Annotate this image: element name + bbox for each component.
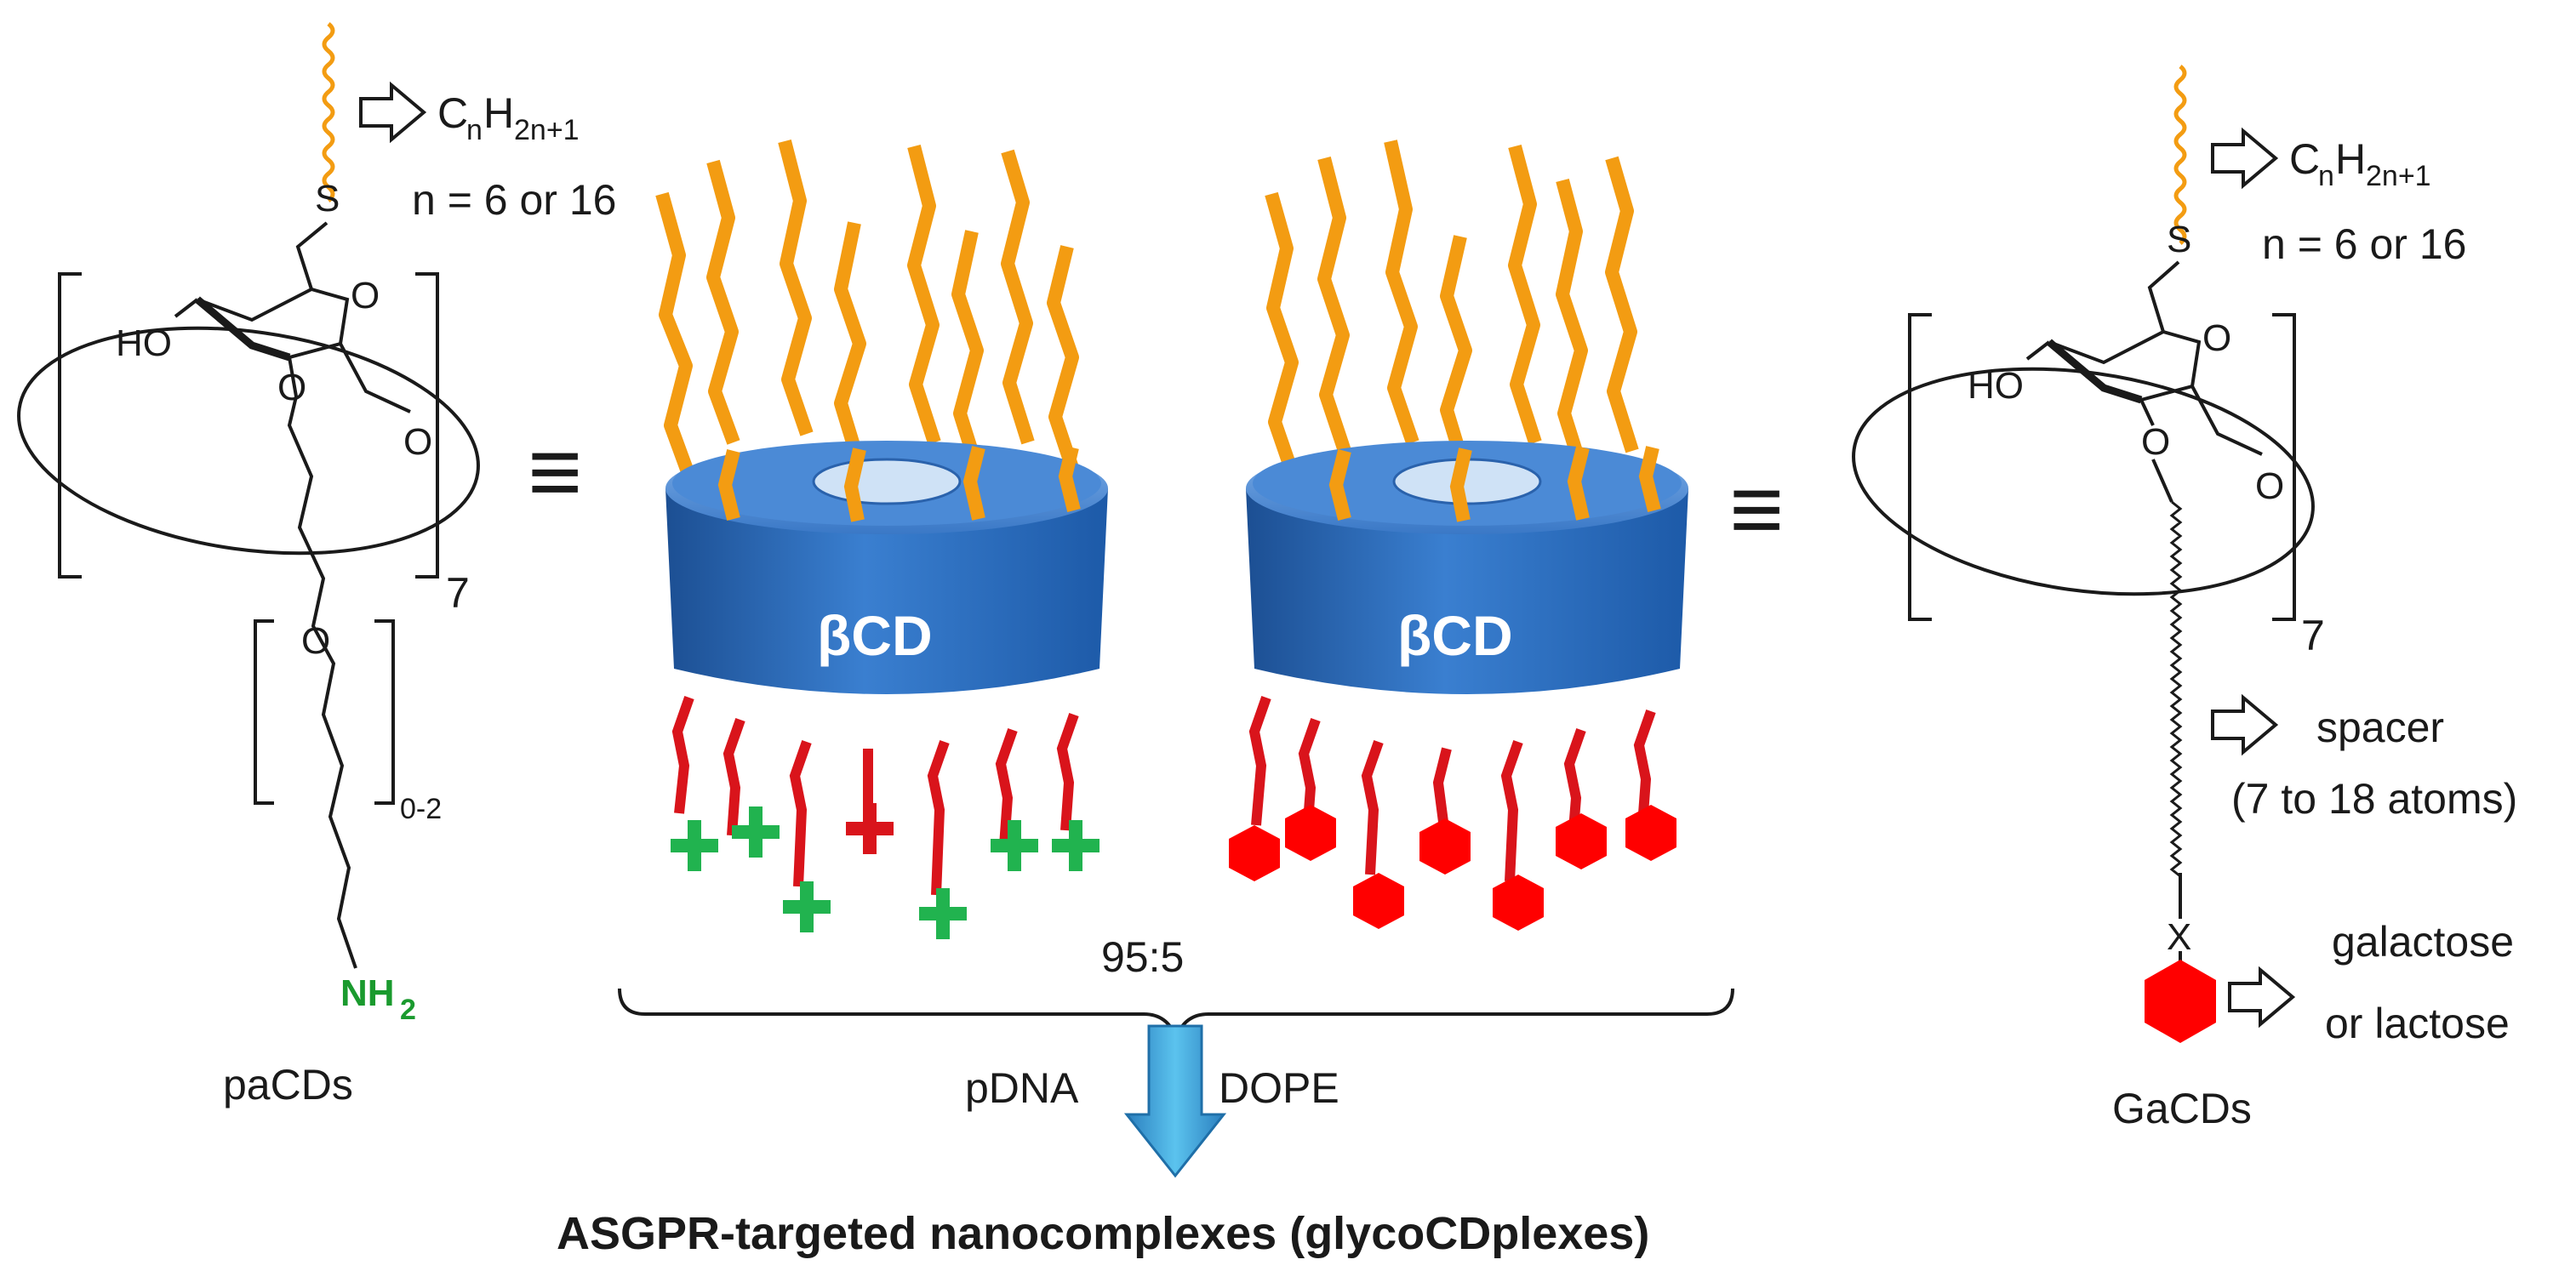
left-n-values: n = 6 or 16	[412, 176, 616, 224]
left-molecule-name: paCDs	[223, 1061, 353, 1109]
cd-right-body	[1246, 488, 1688, 694]
right-alkyl-chain-wave	[2173, 65, 2187, 245]
right-atom-o-glycosidic: O	[2255, 465, 2284, 507]
left-amine-nh: NH	[340, 972, 395, 1014]
left-atom-o-glycosidic: O	[403, 421, 432, 463]
plus-icon	[732, 806, 780, 858]
left-molecule-structure	[17, 221, 480, 969]
left-inner-bracket-close	[374, 619, 395, 805]
right-chain-formula: C n H 2n+1	[2289, 135, 2431, 192]
left-bracket-close	[415, 272, 439, 579]
cd-right-alkyl-chains	[1265, 140, 1639, 479]
hexagon-icon	[1353, 873, 1404, 929]
left-repeat-range: 0-2	[400, 793, 442, 825]
left-chain-arrow-icon	[359, 81, 427, 144]
hexagon-icon	[1419, 818, 1471, 875]
right-sugar-line2: or lactose	[2325, 1000, 2510, 1047]
right-macrocycle-ring	[1852, 367, 2315, 596]
cd-left-alkyl-chains	[655, 140, 1081, 479]
left-repeat-7: 7	[446, 569, 470, 617]
right-formula-c: C	[2289, 135, 2320, 183]
hexagon-icon	[1229, 825, 1280, 881]
plus-icon	[846, 803, 894, 854]
right-n-values: n = 6 or 16	[2262, 220, 2466, 268]
equiv-left: ≡	[528, 419, 582, 524]
right-chain-arrow-icon	[2211, 127, 2279, 190]
right-formula-h: H	[2335, 135, 2366, 183]
plus-icon	[783, 881, 831, 932]
hexagon-icon	[1625, 805, 1676, 861]
cd-left-linkers	[671, 696, 1079, 896]
left-atom-s: S	[315, 178, 340, 219]
right-sugar-hexagon-icon	[2145, 960, 2216, 1043]
cd-right-group: βCD	[1229, 140, 1688, 931]
left-atom-ho: HO	[116, 322, 172, 364]
cd-left-cavity	[812, 458, 962, 505]
left-amine-sub: 2	[400, 994, 416, 1026]
right-atom-o2: O	[2141, 421, 2170, 463]
right-spacer-arrow-icon	[2211, 693, 2279, 756]
cd-left-group: βCD	[655, 140, 1108, 939]
right-spacer-label: spacer	[2316, 704, 2444, 751]
plus-icon	[991, 820, 1038, 871]
hexagon-icon	[1285, 805, 1336, 861]
equiv-right: ≡	[1729, 457, 1784, 561]
left-alkyl-chain-wave	[322, 22, 335, 202]
hexagon-icon	[1556, 813, 1607, 869]
cd-left-front-chains	[717, 446, 1081, 522]
left-formula-h: H	[483, 89, 514, 137]
ratio-label: 95:5	[1101, 933, 1184, 981]
hexagon-icon	[1493, 875, 1544, 931]
plus-icon	[1052, 820, 1100, 871]
right-atom-ring-o: O	[2202, 317, 2231, 359]
right-bracket-close	[2272, 313, 2296, 621]
reagent-pdna: pDNA	[965, 1064, 1079, 1112]
right-formula-sub: 2n+1	[2366, 160, 2431, 192]
right-molecule-structure	[1852, 260, 2315, 980]
left-chain-formula: C n H 2n+1	[437, 89, 580, 146]
right-spacer-zigzag	[2169, 500, 2183, 878]
result-label: ASGPR-targeted nanocomplexes (glycoCDple…	[557, 1208, 1649, 1259]
left-glucose-bold-edge	[195, 296, 291, 362]
right-spacer-detail: (7 to 18 atoms)	[2231, 775, 2517, 823]
cd-left-body	[665, 488, 1108, 694]
cd-right-label: βCD	[1397, 604, 1513, 667]
right-ch2s-bond	[2147, 260, 2180, 333]
left-o2-chain	[287, 356, 357, 969]
down-arrow-icon	[1123, 1024, 1227, 1178]
right-repeat-7: 7	[2301, 612, 2325, 659]
right-atom-ho: HO	[1968, 365, 2024, 407]
left-atom-o-chain: O	[301, 620, 330, 662]
right-atom-x: X	[2167, 916, 2191, 958]
left-macrocycle-ring	[17, 326, 480, 556]
right-formula-n: n	[2318, 160, 2334, 192]
left-formula-c: C	[437, 89, 468, 137]
plus-icon	[671, 820, 718, 871]
cd-right-front-chains	[1328, 446, 1661, 522]
left-formula-sub: 2n+1	[514, 114, 580, 146]
left-atom-ring-o: O	[351, 275, 380, 316]
right-molecule-name: GaCDs	[2112, 1085, 2252, 1132]
left-atom-labels: S O HO O O O 7 0-2 NH 2 paCDs	[116, 178, 470, 1109]
left-inner-bracket-open	[254, 619, 274, 805]
left-formula-n: n	[466, 114, 483, 146]
left-ch2s-bond	[295, 221, 328, 290]
left-bracket-open	[58, 272, 82, 579]
cd-left-label: βCD	[817, 604, 933, 667]
right-bracket-open	[1908, 313, 1932, 621]
cd-left-cation-icons	[671, 803, 1100, 939]
cd-right-sugar-icons	[1229, 805, 1676, 931]
reagent-dope: DOPE	[1219, 1064, 1339, 1112]
right-sugar-line1: galactose	[2332, 918, 2514, 966]
right-atom-s: S	[2167, 219, 2191, 260]
right-atom-labels: S O HO O O 7 X GaCDs	[1968, 219, 2325, 1132]
plus-icon	[919, 888, 967, 939]
right-glucose-bold-edge	[2047, 339, 2143, 404]
left-atom-o2: O	[277, 367, 306, 408]
right-sugar-arrow-icon	[2228, 966, 2296, 1029]
